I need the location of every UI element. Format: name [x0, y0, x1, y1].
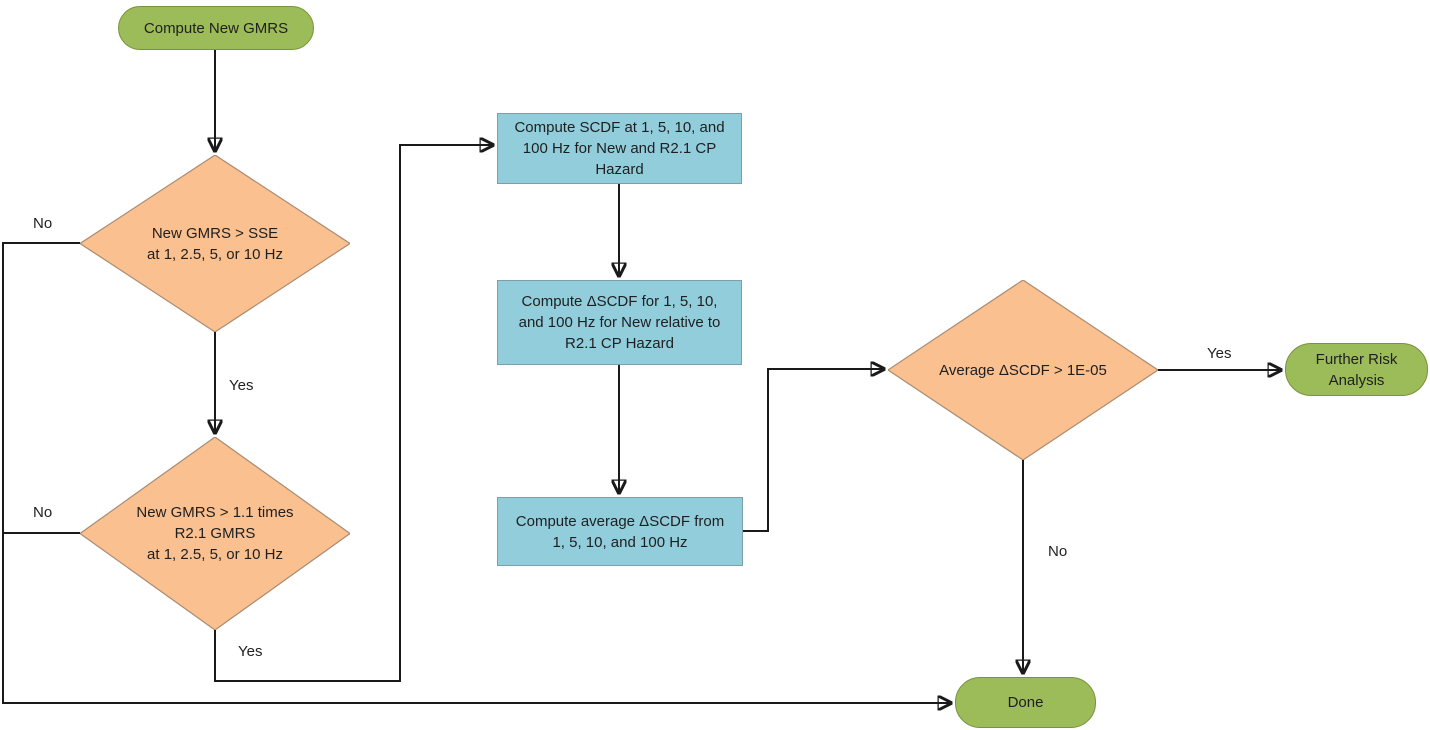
decision-new-gmrs-vs-r21: New GMRS > 1.1 times R2.1 GMRS at 1, 2.5…: [80, 437, 350, 630]
process-compute-avg-delta-scdf: Compute average ΔSCDF from 1, 5, 10, and…: [497, 497, 743, 566]
decision-new-gmrs-vs-sse: New GMRS > SSE at 1, 2.5, 5, or 10 Hz: [80, 155, 350, 332]
decision-avg-delta-scdf-label: Average ΔSCDF > 1E-05: [939, 361, 1107, 379]
edge-label-decision2-yes: Yes: [238, 643, 263, 660]
decision-avg-delta-scdf: Average ΔSCDF > 1E-05: [888, 280, 1158, 460]
terminal-further-risk-analysis-label: Further Risk Analysis: [1315, 350, 1398, 389]
process-compute-delta-scdf: Compute ΔSCDF for 1, 5, 10, and 100 Hz f…: [497, 280, 742, 365]
edge-label-decision1-yes: Yes: [229, 377, 254, 394]
terminal-compute-new-gmrs-label: Compute New GMRS: [143, 19, 289, 37]
diamond-shape: [80, 155, 350, 332]
edge-label-decision2-no: No: [33, 504, 53, 521]
terminal-done-label: Done: [1007, 694, 1044, 711]
terminal-done: Done: [955, 677, 1096, 728]
edge-decision1-no-to-done: [2, 242, 950, 703]
diamond-shape: [888, 280, 1158, 460]
edge-label-decision3-no: No: [1048, 543, 1068, 560]
decision-new-gmrs-vs-r21-label: New GMRS > 1.1 times R2.1 GMRS at 1, 2.5…: [136, 504, 294, 563]
process-compute-delta-scdf-label: Compute ΔSCDF for 1, 5, 10, and 100 Hz f…: [518, 293, 721, 352]
edge-decision2-yes-to-process1: [214, 145, 492, 682]
process-compute-scdf: Compute SCDF at 1, 5, 10, and 100 Hz for…: [497, 113, 742, 184]
terminal-further-risk-analysis: Further Risk Analysis: [1285, 343, 1428, 396]
edge-label-decision1-no: No: [33, 215, 53, 232]
terminal-compute-new-gmrs: Compute New GMRS: [118, 6, 314, 50]
diamond-shape: [80, 437, 350, 630]
process-compute-avg-delta-scdf-label: Compute average ΔSCDF from 1, 5, 10, and…: [515, 512, 725, 551]
edge-label-decision3-yes: Yes: [1207, 345, 1232, 362]
process-compute-scdf-label: Compute SCDF at 1, 5, 10, and 100 Hz for…: [514, 119, 725, 178]
edge-process3-to-decision3: [743, 369, 883, 532]
decision-new-gmrs-vs-sse-label: New GMRS > SSE at 1, 2.5, 5, or 10 Hz: [147, 224, 283, 263]
